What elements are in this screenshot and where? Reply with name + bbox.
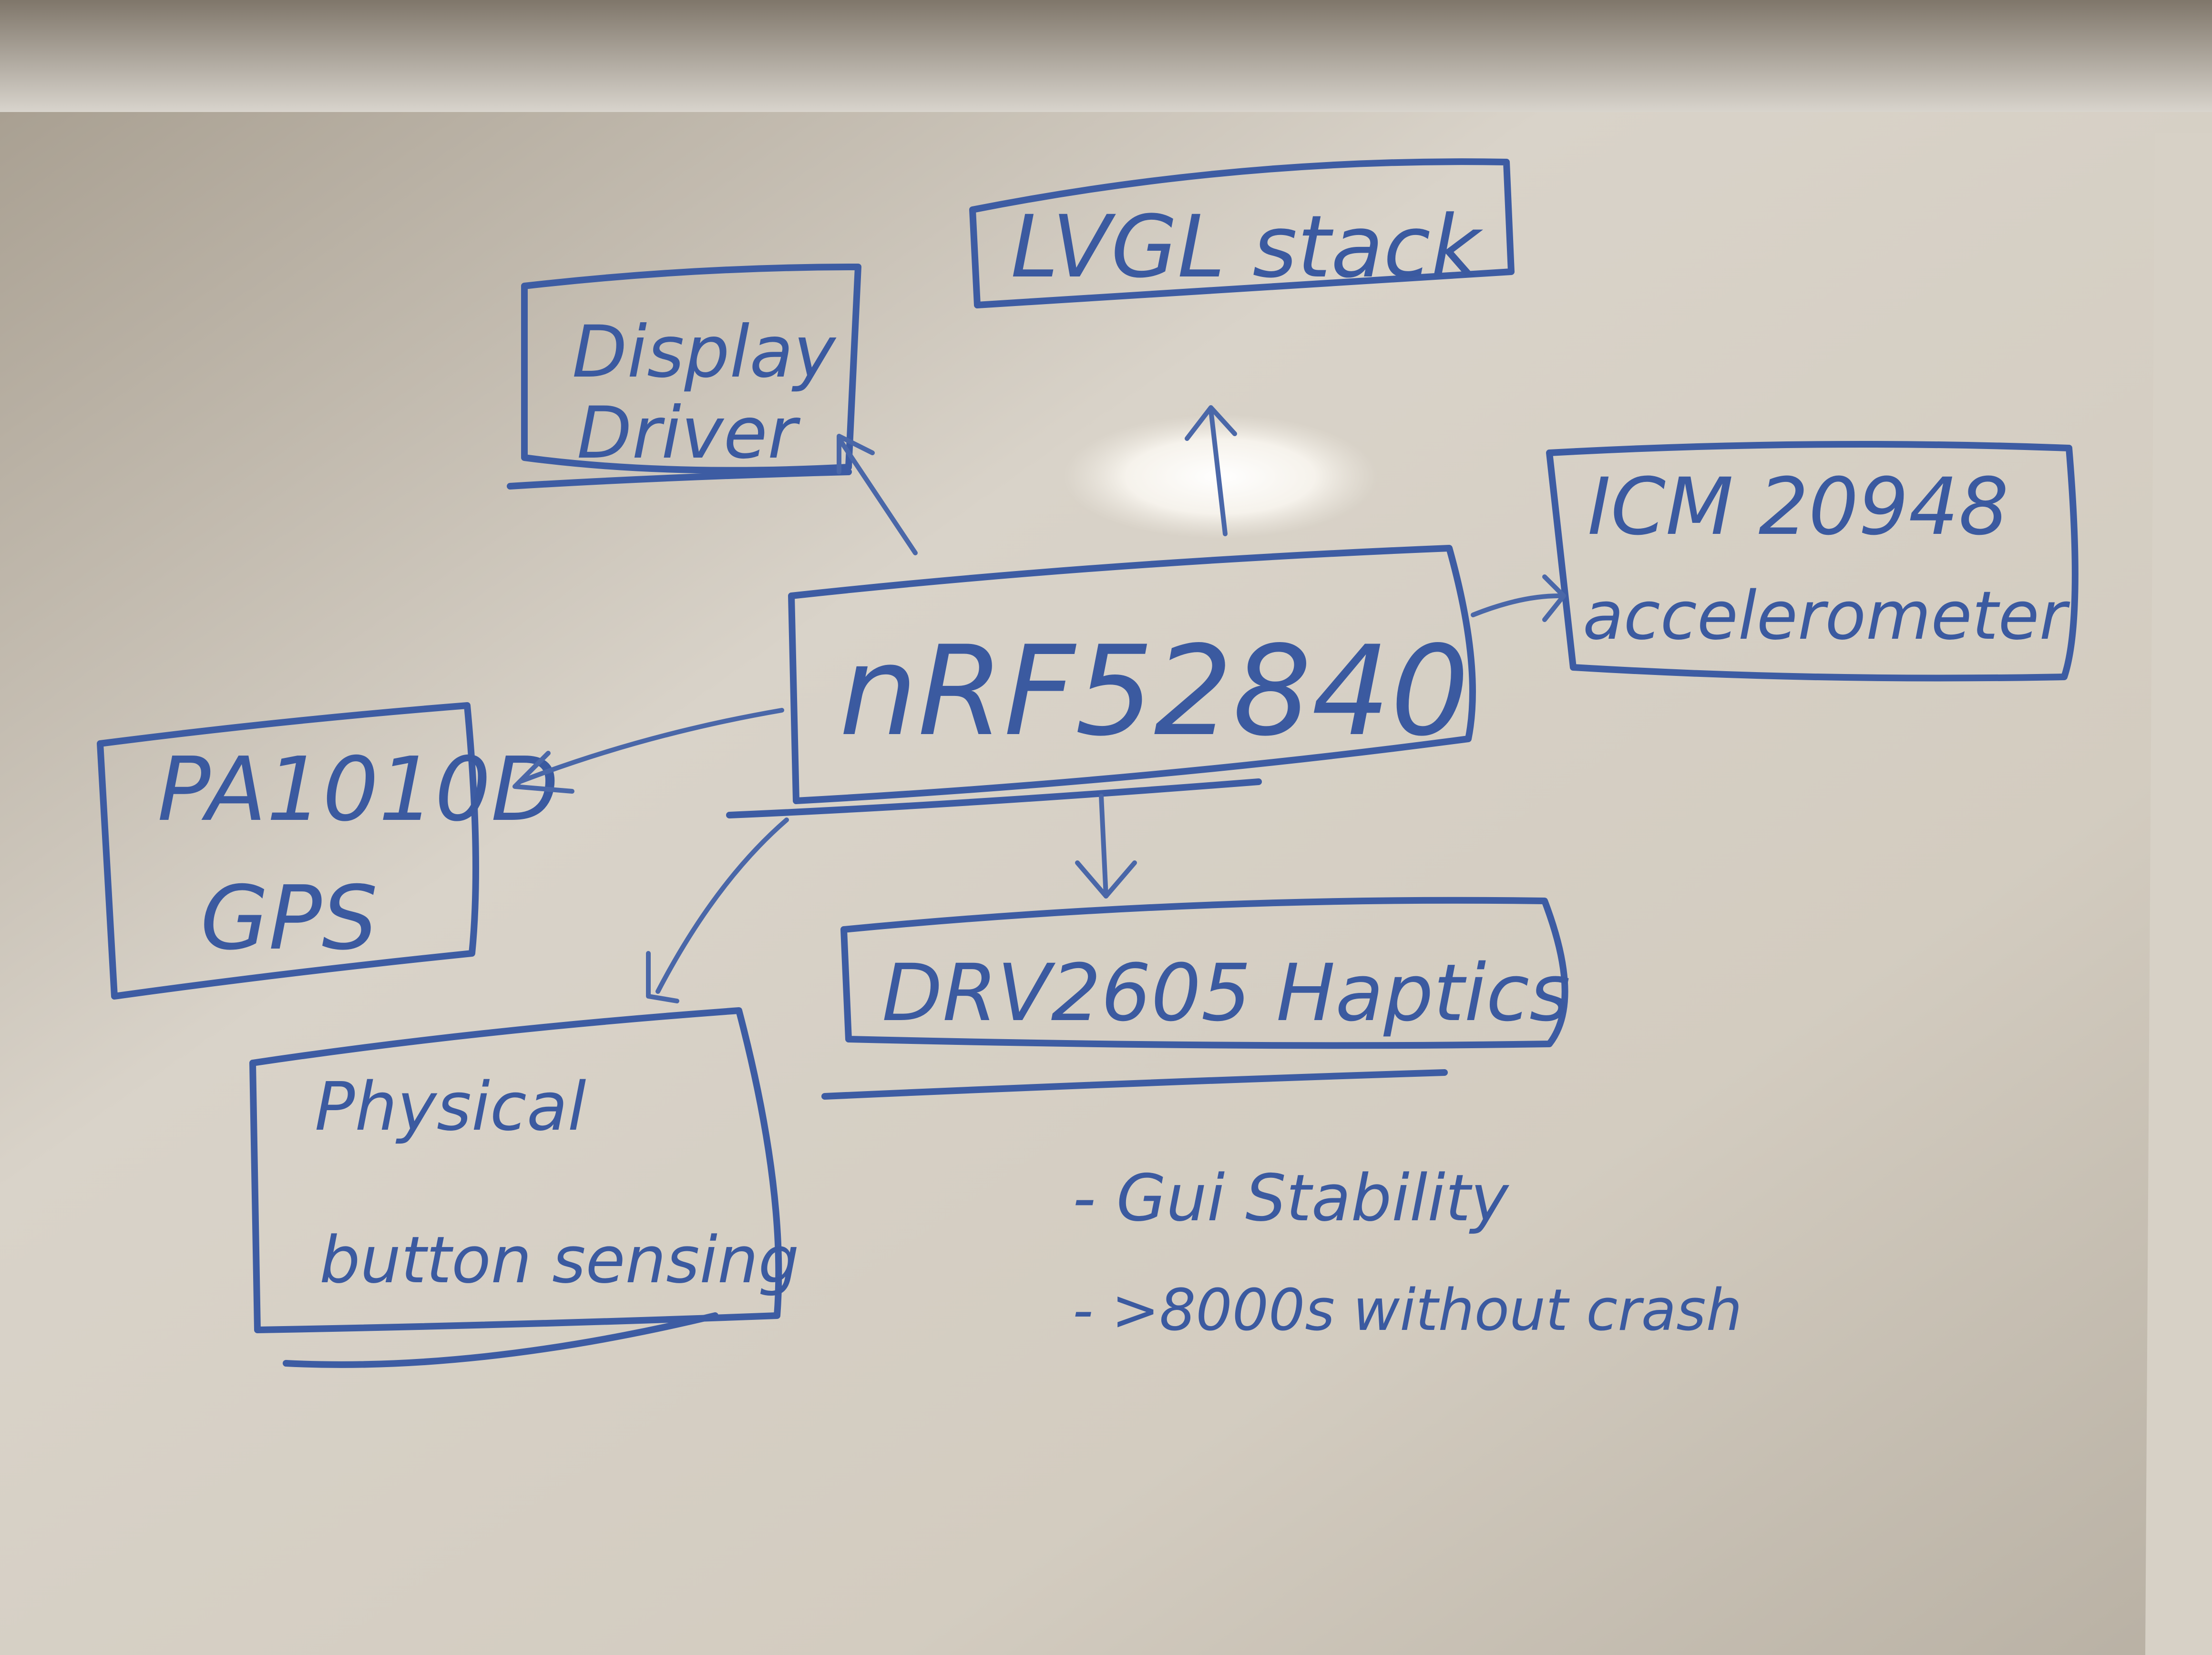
node-gps-line2: GPS: [200, 867, 378, 970]
node-display-line2: Driver: [577, 392, 801, 475]
node-button-line2: button sensing: [319, 1223, 799, 1297]
note-1: - Gui Stability: [1073, 1161, 1510, 1236]
node-display-line1: Display: [572, 311, 837, 394]
arrow-to-haptics: [1075, 794, 1137, 899]
node-center: nRF52840: [726, 545, 1476, 818]
node-center-label: nRF52840: [839, 620, 1469, 764]
node-icm: ICM 20948 accelerometer: [1546, 441, 2079, 682]
node-display: Display Driver: [507, 264, 861, 490]
notes: - Gui Stability - >8000s without crash: [1073, 1161, 1742, 1344]
node-button-line1: Physical: [315, 1068, 586, 1146]
node-icm-line2: accelerometer: [1583, 577, 2070, 655]
note-2: - >8000s without crash: [1073, 1277, 1742, 1344]
arrow-to-display: [837, 434, 918, 555]
node-button: Physical button sensing: [249, 1007, 799, 1368]
node-lvgl-label: LVGL stack: [1011, 197, 1484, 297]
arrow-to-lvgl: [1185, 405, 1237, 536]
node-icm-line1: ICM 20948: [1587, 461, 2009, 552]
arrow-to-icm: [1471, 574, 1566, 622]
arrow-to-button: [646, 817, 789, 1003]
arrow-to-gps: [512, 708, 784, 794]
wall-top: [0, 0, 2212, 124]
node-haptics: DRV2605 Haptics: [821, 897, 1570, 1100]
node-lvgl: LVGL stack: [969, 158, 1515, 308]
node-gps-line1: PA1010D: [157, 738, 559, 841]
node-gps: PA1010D GPS: [97, 702, 559, 1000]
node-haptics-label: DRV2605 Haptics: [882, 947, 1570, 1039]
board-right-frame: [2145, 133, 2212, 1655]
